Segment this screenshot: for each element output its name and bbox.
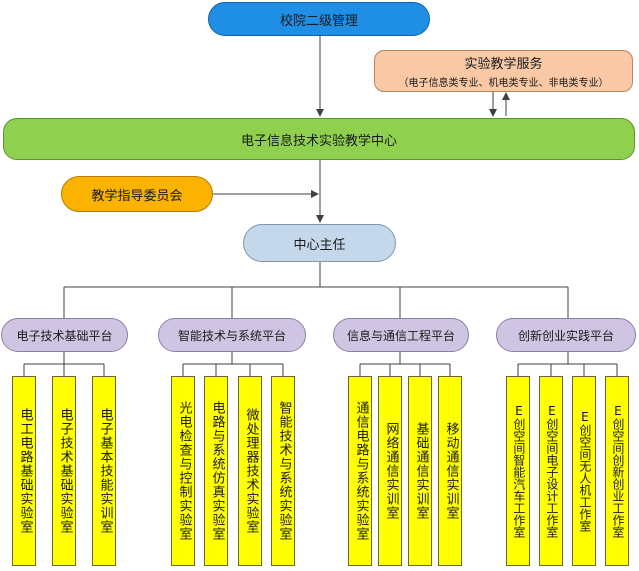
lab-box: 网络通信实训室 [378, 376, 402, 566]
lab-box: 光电检查与控制实验室 [171, 376, 195, 566]
lab-box: 移动通信实训室 [438, 376, 462, 566]
top-node-label: 校院二级管理 [279, 13, 358, 29]
lab-label: E创空间电子设计工作室 [544, 404, 559, 538]
service-label: 实验教学服务 [464, 57, 543, 72]
lab-label: 电子技术基础实验室 [57, 408, 73, 534]
lab-label: 微处理器技术实验室 [243, 408, 259, 534]
lab-box: 通信电路与系统实验室 [348, 376, 372, 566]
committee-node-label: 教学指导委员会 [91, 188, 183, 204]
service-sublabel: （电子信息类专业、机电类专业、非电类专业） [398, 78, 609, 89]
platform-label: 电子技术基础平台 [16, 328, 113, 343]
lab-label: 基础通信实训室 [413, 422, 429, 520]
center-node: 电子信息技术实验教学中心 [3, 118, 635, 160]
platform-label: 智能技术与系统平台 [177, 328, 286, 343]
lab-label: 光电检查与控制实验室 [176, 401, 192, 541]
service-node: 实验教学服务 （电子信息类专业、机电类专业、非电类专业） [374, 50, 633, 92]
director-node: 中心主任 [243, 224, 396, 262]
lab-label: 电路与系统仿真实验室 [209, 401, 225, 541]
lab-label: 电工电路基础实验室 [17, 408, 33, 534]
lab-box: 电工电路基础实验室 [12, 376, 36, 566]
lab-label: 电子基本技能实训室 [97, 408, 113, 534]
center-node-label: 电子信息技术实验教学中心 [240, 133, 397, 149]
lab-box: 智能技术与系统实验室 [271, 376, 295, 566]
lab-box: E创空间无人机工作室 [572, 376, 596, 566]
lab-box: E创空间智能汽车工作室 [506, 376, 530, 566]
lab-label: E创空间智能汽车工作室 [511, 404, 526, 538]
lab-box: 基础通信实训室 [408, 376, 432, 566]
lab-label: 通信电路与系统实验室 [353, 401, 369, 541]
platform-node: 智能技术与系统平台 [158, 318, 306, 352]
platform-node: 电子技术基础平台 [1, 318, 128, 352]
committee-node: 教学指导委员会 [61, 176, 213, 212]
lab-box: E创空间电子设计工作室 [539, 376, 563, 566]
director-node-label: 中心主任 [293, 237, 346, 253]
lab-box: 电路与系统仿真实验室 [204, 376, 228, 566]
platform-label: 创新创业实践平台 [517, 328, 614, 343]
top-node: 校院二级管理 [208, 2, 430, 36]
lab-box: E创空间创新创业工作室 [605, 376, 629, 566]
lab-box: 微处理器技术实验室 [238, 376, 262, 566]
lab-label: 移动通信实训室 [443, 422, 459, 520]
platform-label: 信息与通信工程平台 [346, 328, 455, 343]
lab-label: E创空间创新创业工作室 [610, 404, 625, 538]
lab-label: 智能技术与系统实验室 [276, 401, 292, 541]
lab-box: 电子基本技能实训室 [92, 376, 116, 566]
platform-node: 创新创业实践平台 [496, 318, 636, 352]
lab-label: 网络通信实训室 [383, 422, 399, 520]
lab-label: E创空间无人机工作室 [577, 410, 592, 532]
platform-node: 信息与通信工程平台 [333, 318, 469, 352]
lab-box: 电子技术基础实验室 [52, 376, 76, 566]
